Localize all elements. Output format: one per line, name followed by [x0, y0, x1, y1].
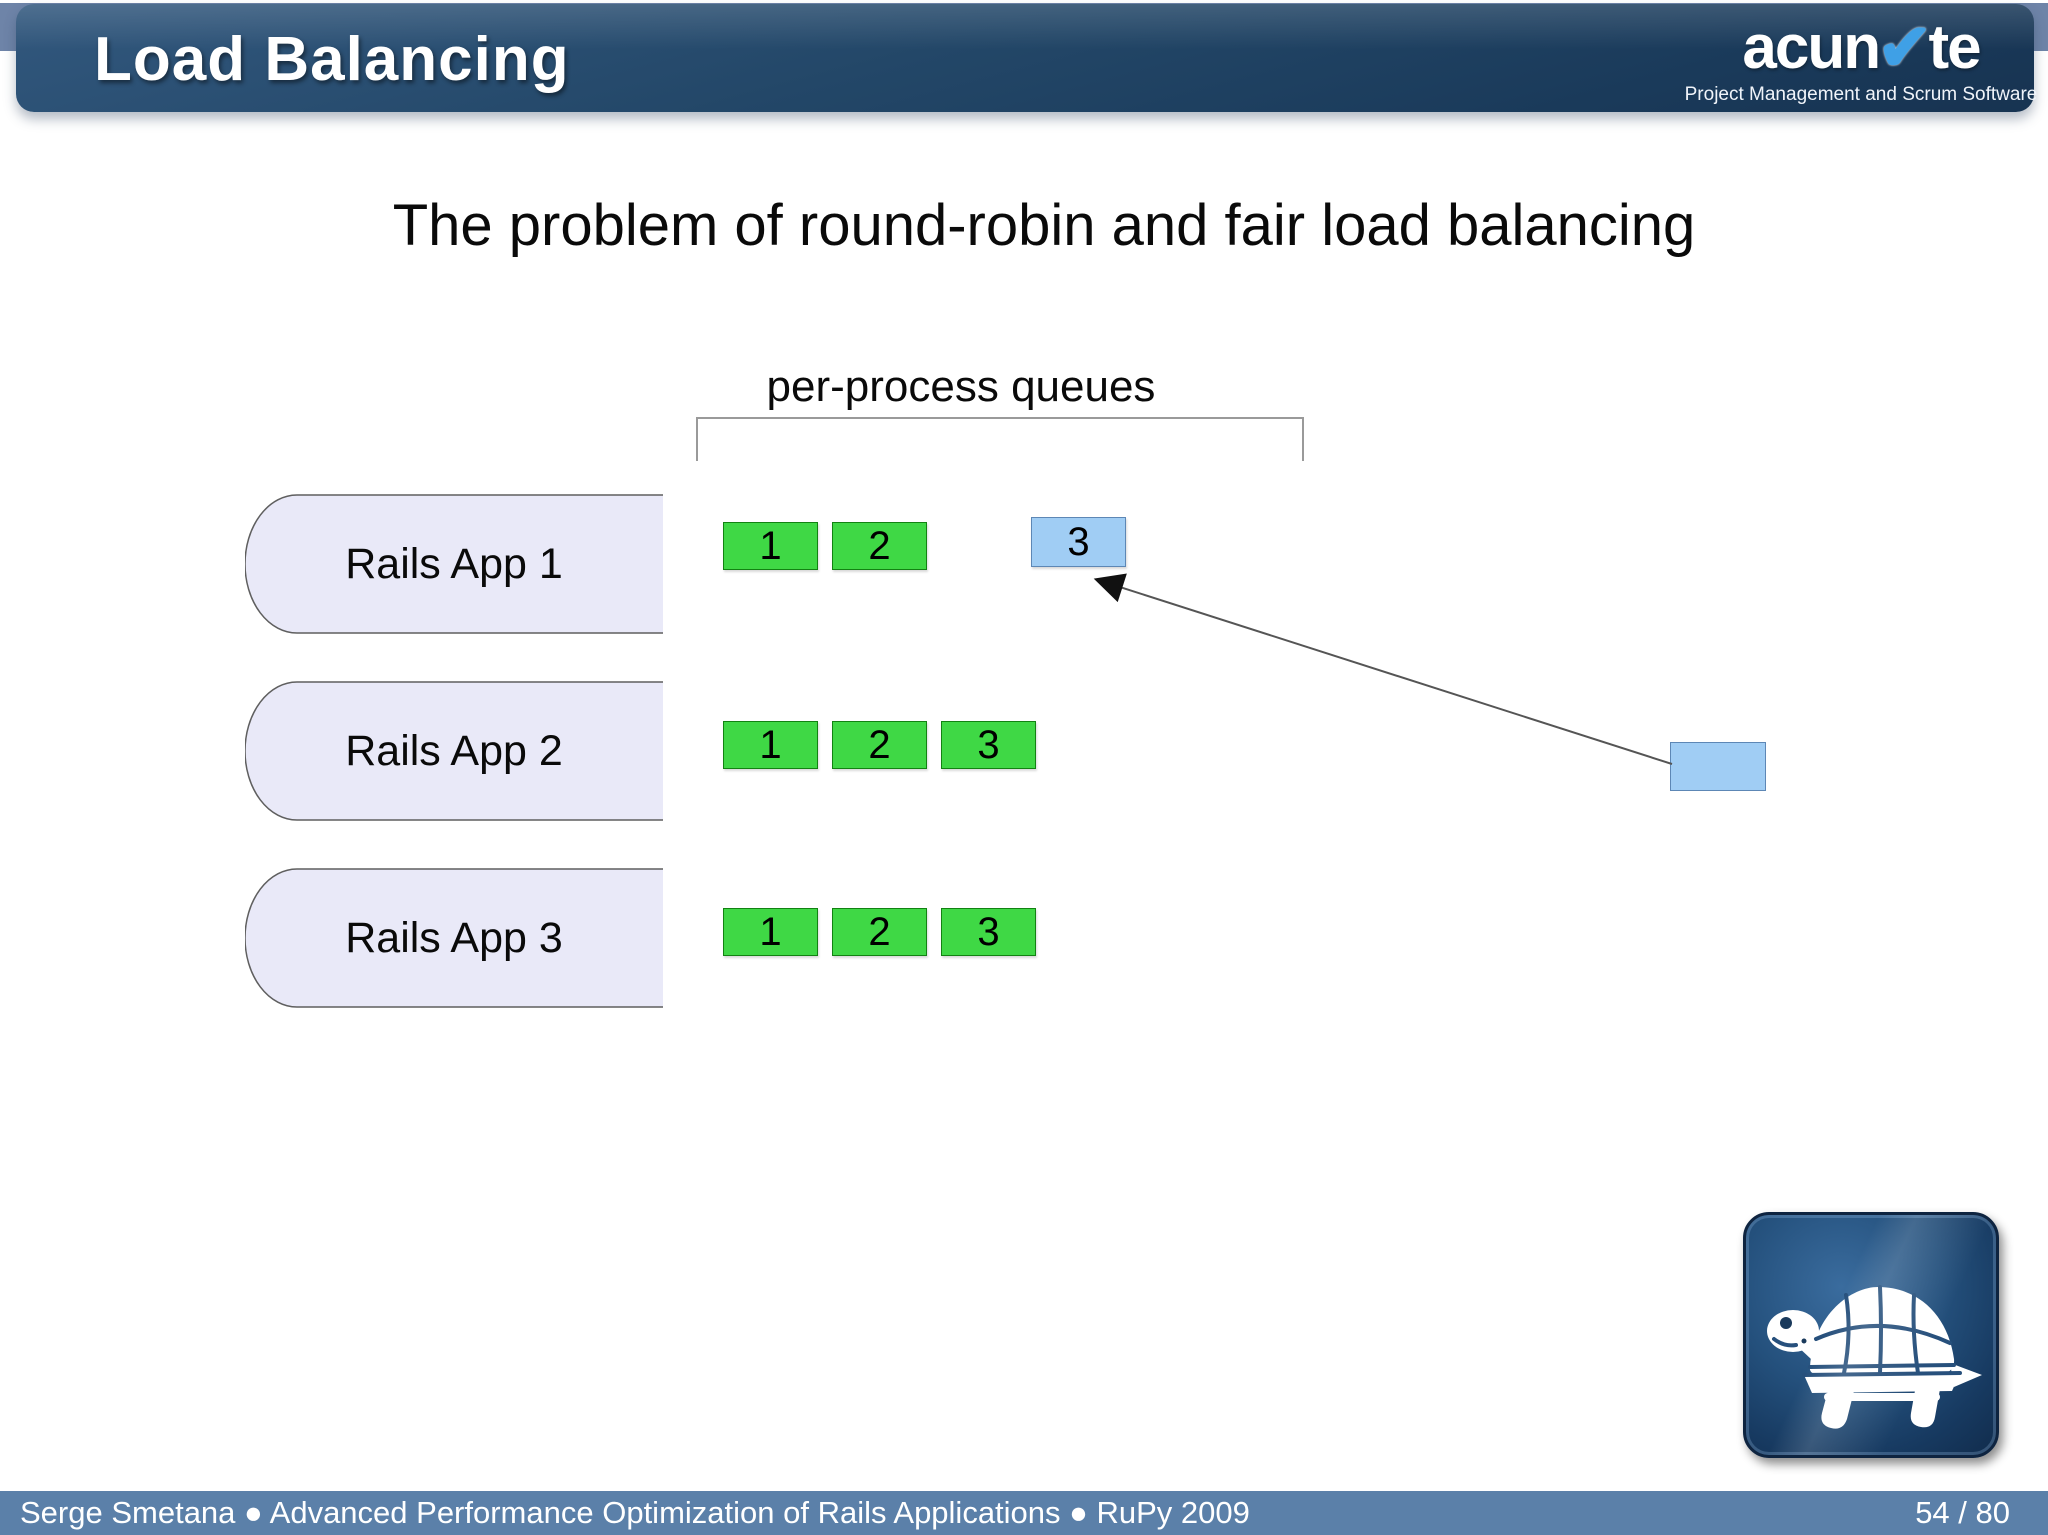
slide-header-title: Load Balancing	[94, 25, 570, 94]
turtle-badge	[1743, 1212, 1999, 1458]
queue-item-green: 2	[832, 522, 927, 570]
stored-data-shape	[245, 868, 663, 1008]
queue-item-green: 1	[723, 522, 818, 570]
queue-item-green: 3	[941, 721, 1036, 769]
footer-credits: Serge Smetana ● Advanced Performance Opt…	[20, 1495, 1250, 1530]
slide-title: The problem of round-robin and fair load…	[392, 193, 1696, 258]
logo-text-prefix: acun	[1742, 13, 1881, 82]
queue-item-green: 1	[723, 721, 818, 769]
queue-item-blue-incoming: 3	[1031, 517, 1126, 567]
queue-item-green: 3	[941, 908, 1036, 956]
stored-data-shape	[245, 494, 663, 634]
queue-item-green: 2	[832, 721, 927, 769]
queue-item-green: 2	[832, 908, 927, 956]
app-label: Rails App 3	[345, 914, 563, 962]
turtle-icon	[1767, 1285, 1982, 1429]
incoming-request-box	[1670, 742, 1766, 791]
app-label: Rails App 1	[345, 540, 563, 588]
queues-label: per-process queues	[766, 362, 1156, 411]
logo-wordmark: acun✔te	[1666, 10, 2048, 84]
app-shape-rails-app-1: Rails App 1	[245, 494, 663, 634]
app-shape-rails-app-2: Rails App 2	[245, 681, 663, 821]
check-icon: ✔	[1877, 10, 1932, 84]
queue-item-green: 1	[723, 908, 818, 956]
footer: Serge Smetana ● Advanced Performance Opt…	[0, 1491, 2048, 1535]
app-label: Rails App 2	[345, 727, 563, 775]
logo-tagline: Project Management and Scrum Software	[1684, 84, 2038, 105]
logo-text-suffix: te	[1928, 13, 1981, 82]
slide-header: Load Balancing acun✔te Project Managemen…	[16, 4, 2037, 112]
app-shape-rails-app-3: Rails App 3	[245, 868, 663, 1008]
stored-data-shape	[245, 681, 663, 821]
page-number: 54 / 80	[1915, 1495, 2010, 1530]
queues-bracket	[696, 417, 1304, 461]
acunote-logo: acun✔te Project Management and Scrum Sof…	[1666, 12, 2048, 104]
